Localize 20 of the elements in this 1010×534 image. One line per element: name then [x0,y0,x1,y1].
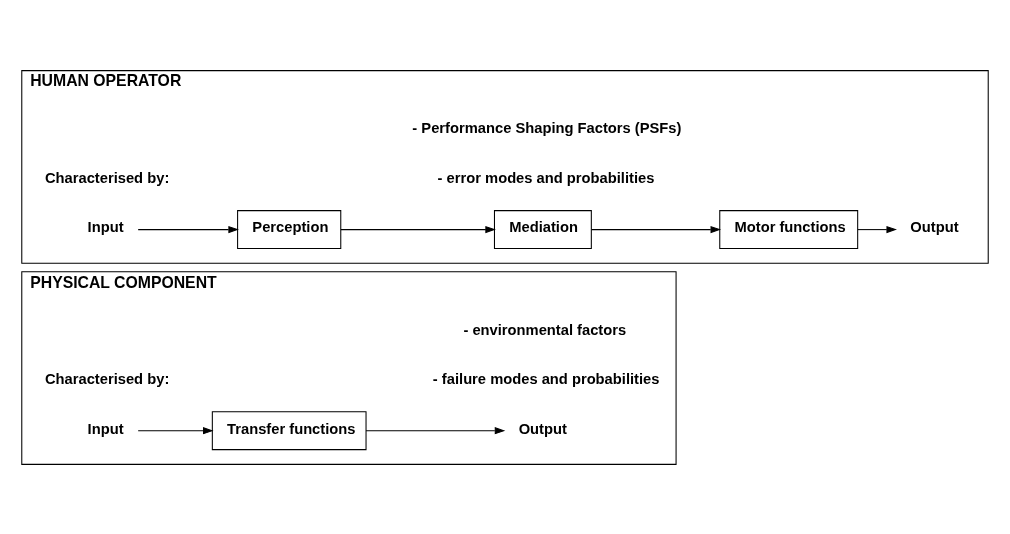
arrow [365,426,506,434]
label: Characterised by: [44,169,170,186]
arrow [857,225,897,233]
node-text: Output [910,218,959,235]
node-box: Mediation [493,209,592,249]
node-text: Input [87,420,124,437]
label: Characterised by: [44,370,170,387]
label: - failure modes and probabilities [432,370,660,387]
node-box: Perception [237,209,342,249]
arrow [340,225,496,233]
label: - Performance Shaping Factors (PSFs) [412,119,682,136]
arrow [591,225,722,233]
label: - environmental factors [463,321,627,338]
node-text: Input [87,218,124,235]
node-box: Transfer functions [211,410,367,450]
node-text: Output [518,420,567,437]
label: - error modes and probabilities [437,169,655,186]
node-box: Motor functions [719,209,859,249]
arrow [137,225,239,233]
arrow [137,426,214,434]
